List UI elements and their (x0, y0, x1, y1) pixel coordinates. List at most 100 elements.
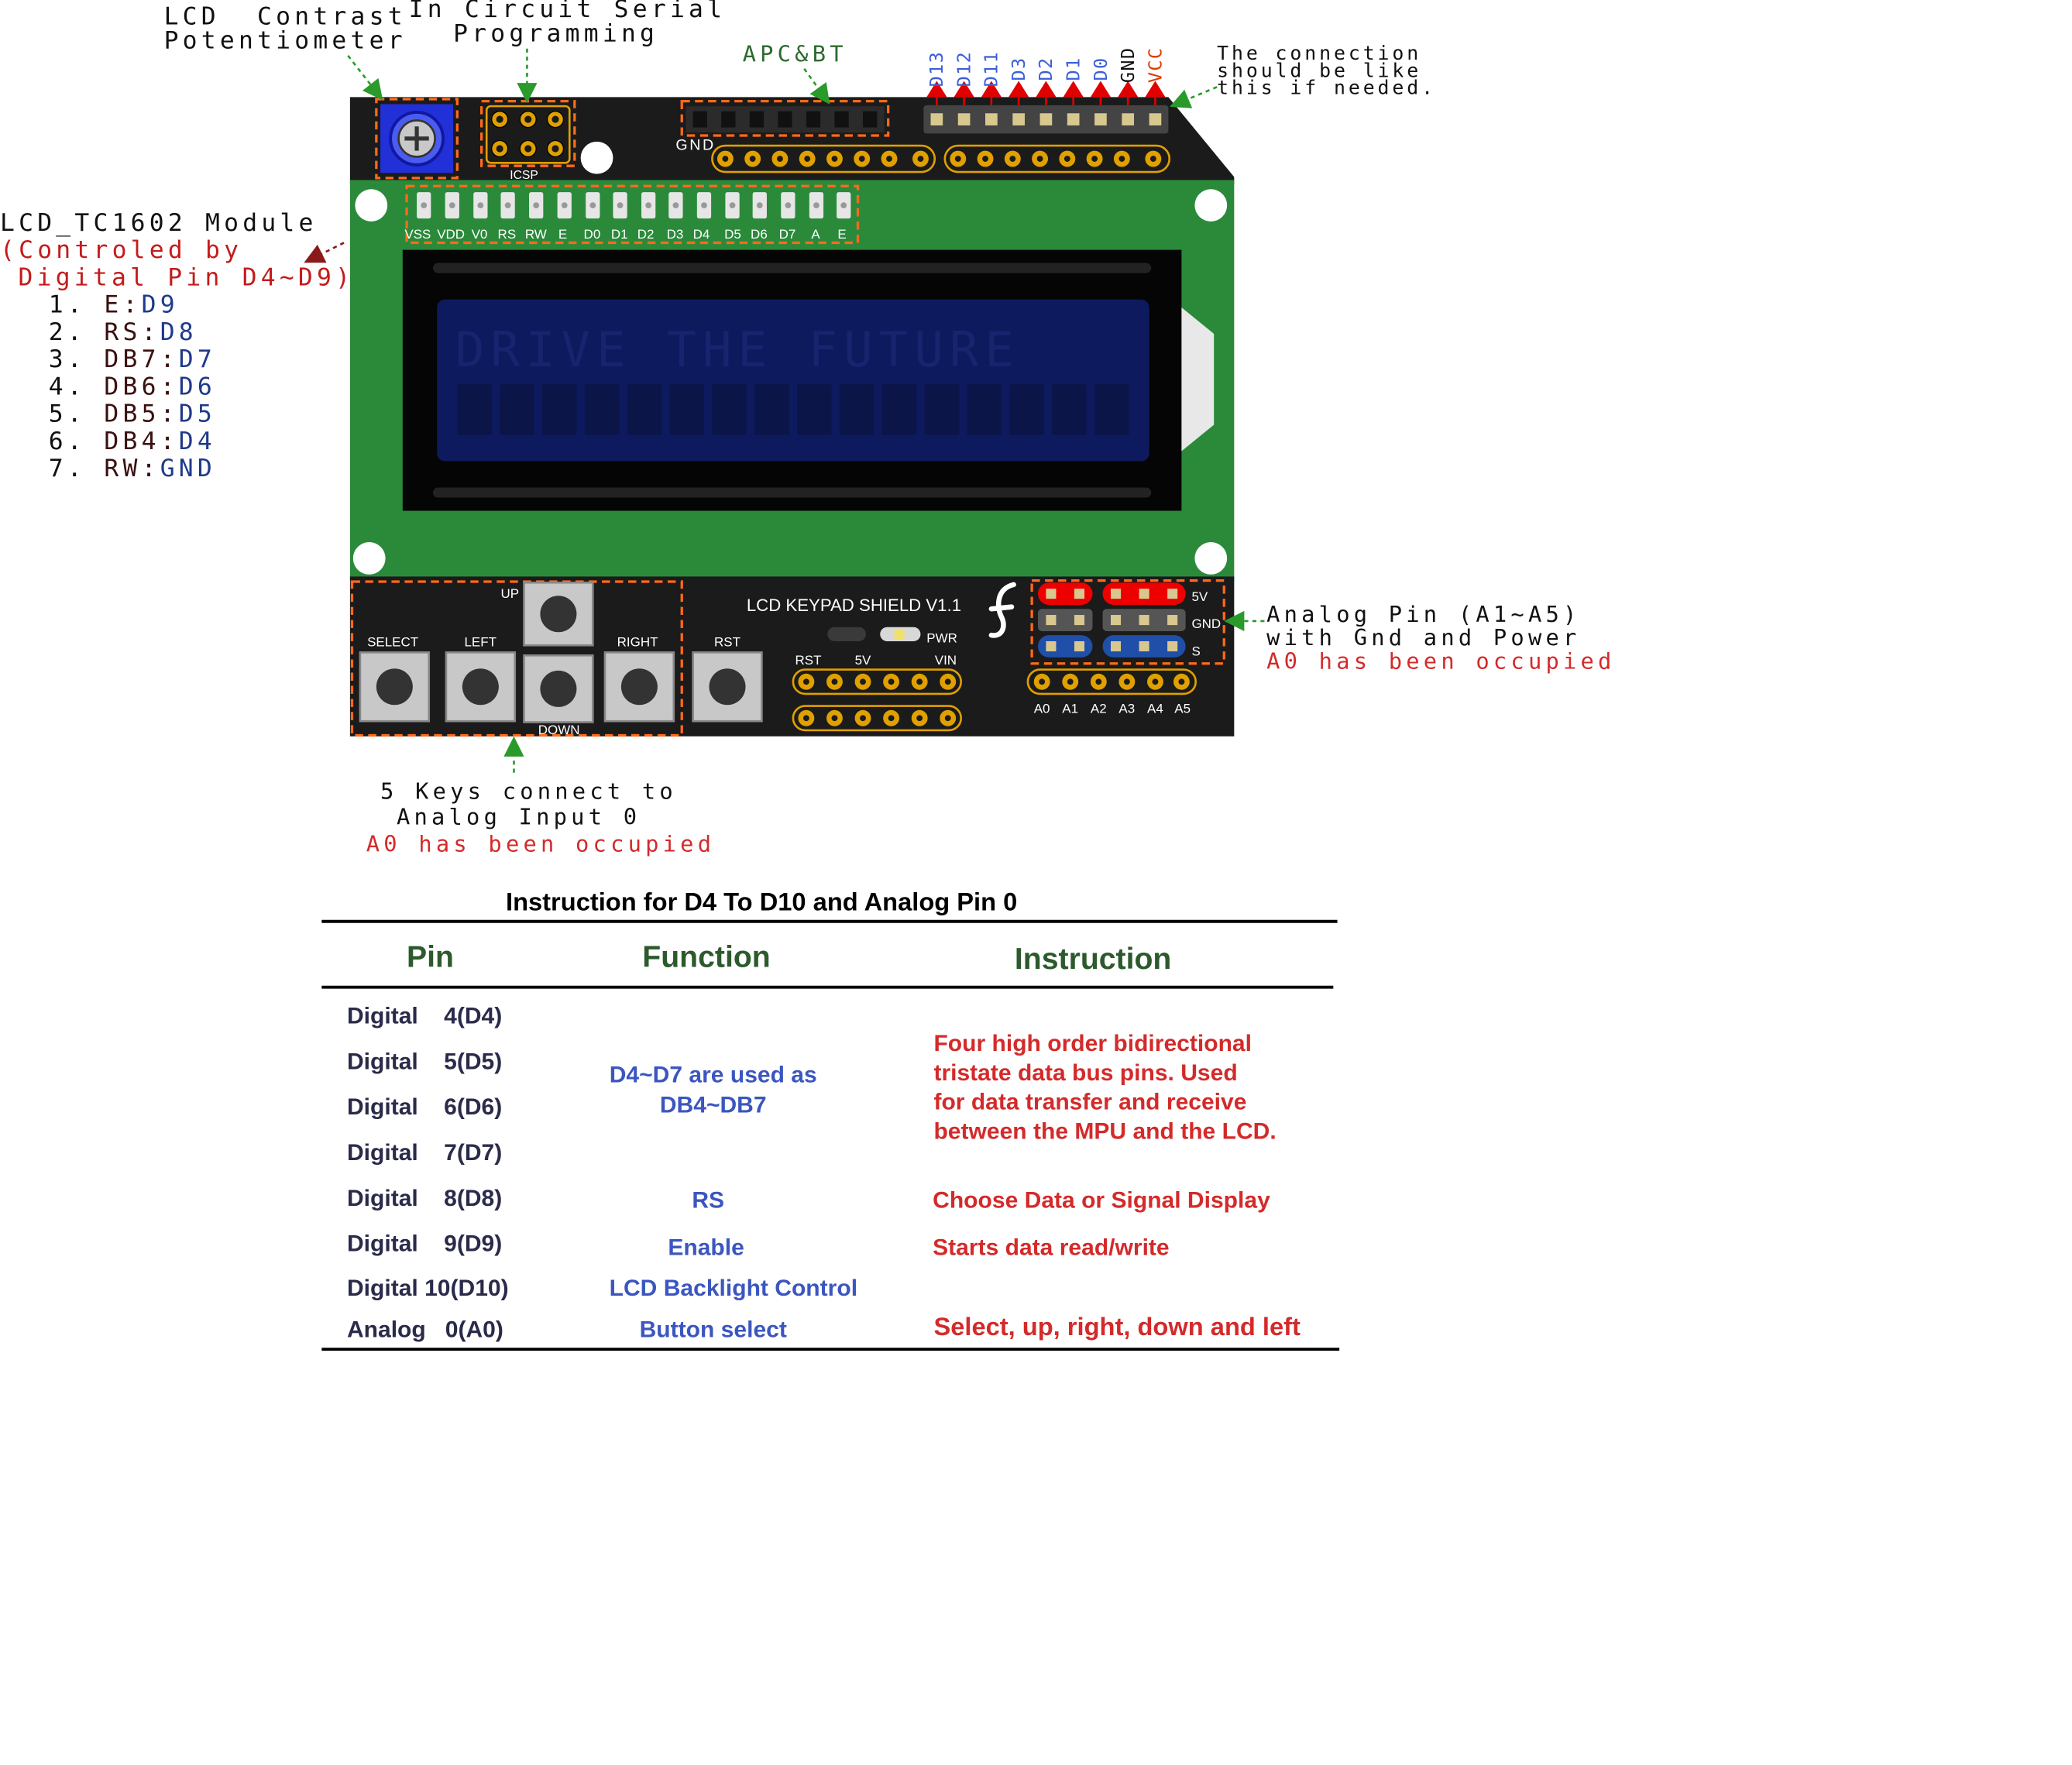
table-header-pin: Pin (407, 940, 454, 974)
table-fn-db-line1: D4~D7 are used as (609, 1060, 817, 1087)
callout-connection-line1: The connection (1217, 42, 1422, 65)
lcd-pin-rw: RW (524, 226, 547, 242)
power-label-rst: RST (795, 652, 822, 668)
callout-icsp-line1: In Circuit Serial (408, 0, 727, 24)
lcd-module-item: 6.DB4:D4 (49, 428, 355, 455)
lcd-module-item: 7. RW:GND (49, 455, 355, 482)
lcd-module-item-number: 7. (48, 454, 86, 482)
analog-hdr-5v: 5V (1191, 589, 1208, 604)
callout-lcd-module: LCD_TC1602 Module (Controled by Digital … (0, 209, 354, 482)
board-name: LCD KEYPAD SHIELD V1.1 (746, 596, 962, 616)
analog-label-a0: A0 (1033, 701, 1050, 716)
lcd-pin-a: A (811, 226, 820, 242)
lcd-module-item-pin: D9 (141, 290, 179, 319)
callout-icsp: In Circuit Serial Programming (409, 0, 727, 46)
callout-keys-line1: 5 Keys connect to (380, 779, 677, 805)
lcd-module-item-signal: DB4: (104, 427, 179, 455)
lcd-pin-d7: D7 (778, 226, 796, 242)
lcd-pin-d5: D5 (724, 226, 741, 242)
callout-apcbt: APC&BT (742, 42, 847, 68)
lcd-backlight-tab (1181, 307, 1215, 452)
lcd-module-sub2: Digital Pin D4~D9) (18, 263, 355, 292)
table-fn-db: D4~D7 are used as DB4~DB7 (566, 1059, 860, 1119)
key-left-shape (445, 651, 517, 723)
table-ins-rs: Choose Data or Signal Display (933, 1186, 1270, 1213)
key-select-shape (359, 651, 431, 723)
pin-label-d1: D1 (1063, 57, 1085, 81)
pin-label-d12: D12 (954, 50, 975, 88)
key-select-label: SELECT (367, 634, 419, 650)
lcd-module-item: 5.DB5:D5 (49, 400, 355, 428)
lcd-module-item-number: 2. (48, 318, 86, 346)
table-fn-button: Button select (639, 1316, 787, 1343)
keypad-buttons (359, 581, 763, 723)
callout-analog-line1: Analog Pin (A1~A5) (1266, 603, 1581, 629)
lcd-screen-text: DRIVE THE FUTURE (455, 321, 1020, 379)
table-pin-d5: Digital 5(D5) (346, 1048, 503, 1074)
lcd-module-item-signal: E: (104, 290, 142, 319)
callout-keys-line2: Analog Input 0 (396, 805, 641, 831)
table-pin-d10: Digital 10(D10) (346, 1274, 509, 1301)
pwr-label: PWR (926, 630, 957, 646)
lcd-module-item-number: 3. (48, 345, 86, 373)
callout-connection-line2: should be like (1217, 60, 1422, 82)
table-ins-bus: Four high order bidirectional tristate d… (933, 1028, 1276, 1145)
table-pin-a0: Analog 0(A0) (346, 1316, 503, 1343)
analog-hdr-s: S (1191, 643, 1201, 659)
mount-hole (1194, 542, 1228, 575)
callout-analog-line2: with Gnd and Power (1266, 626, 1581, 652)
analog-hdr-gnd: GND (1191, 616, 1222, 631)
callout-connection: The connection should be like this if ne… (1217, 42, 1436, 98)
key-down-shape (523, 654, 594, 723)
lcd-module-item-pin: D7 (178, 345, 216, 373)
lcd-char-cells (457, 384, 1129, 435)
table-header-instruction: Instruction (1014, 943, 1172, 977)
key-rst-label: RST (714, 634, 740, 650)
table-pin-d9: Digital 9(D9) (346, 1230, 503, 1257)
lcd-module-item-signal: RS: (104, 318, 160, 346)
key-down-label: DOWN (538, 722, 580, 738)
analog-label-a3: A3 (1118, 701, 1136, 716)
lcd-pin-vss: VSS (404, 226, 431, 242)
analog-header (1026, 668, 1197, 695)
lcd-module-item-signal: DB5: (104, 399, 179, 428)
analog-label-a4: A4 (1147, 701, 1163, 716)
key-rst-shape (692, 651, 763, 723)
pin-label-gnd: GND (1118, 46, 1139, 84)
digital-header-left (711, 144, 936, 173)
power-header-bottom (792, 705, 963, 732)
table-fn-backlight: LCD Backlight Control (609, 1274, 858, 1301)
table-pin-d7: Digital 7(D7) (346, 1138, 503, 1166)
lcd-pin-d2: D2 (637, 226, 655, 242)
lcd-pin-e: E (558, 226, 568, 242)
callout-contrast-line1: LCD Contrast (163, 2, 407, 31)
power-header-top (792, 668, 963, 695)
key-up-shape (523, 581, 594, 647)
table-ins-bus-line1: Four high order bidirectional (933, 1029, 1252, 1056)
digital-header-right (943, 144, 1171, 173)
key-right-shape (603, 651, 675, 723)
lcd-pin-d3: D3 (666, 226, 684, 242)
callout-analog: Analog Pin (A1~A5) with Gnd and Power A0… (1266, 604, 1615, 674)
lcd-module-item-pin: D6 (178, 372, 216, 401)
table-pin-d4: Digital 4(D4) (346, 1002, 503, 1029)
lcd-module-item: 4.DB6:D6 (49, 373, 355, 400)
lcd-module-item-number: 5. (48, 399, 86, 428)
table-ins-bus-line4: between the MPU and the LCD. (933, 1118, 1277, 1145)
lcd-module-item-number: 6. (48, 427, 86, 455)
lcd-pin-vdd: VDD (437, 226, 466, 242)
callout-contrast: LCD Contrast Potentiometer (164, 4, 407, 53)
table-fn-enable: Enable (668, 1234, 744, 1261)
lcd-module-item-signal: RW: (104, 454, 160, 482)
lcd-pin-rs: RS (497, 226, 517, 242)
pin-label-d0: D0 (1090, 57, 1112, 81)
lcd-module-item: 2.RS:D8 (49, 318, 355, 345)
lcd-pin-d6: D6 (751, 226, 768, 242)
table-pin-d6: Digital 6(D6) (346, 1093, 503, 1120)
lcd-module-item: 3.DB7:D7 (48, 345, 355, 373)
lcd-module-item-pin: GND (160, 454, 216, 482)
callout-icsp-line2: Programming (453, 19, 659, 48)
key-left-label: LEFT (464, 634, 497, 650)
callout-keys-occupied: A0 has been occupied (366, 832, 716, 858)
